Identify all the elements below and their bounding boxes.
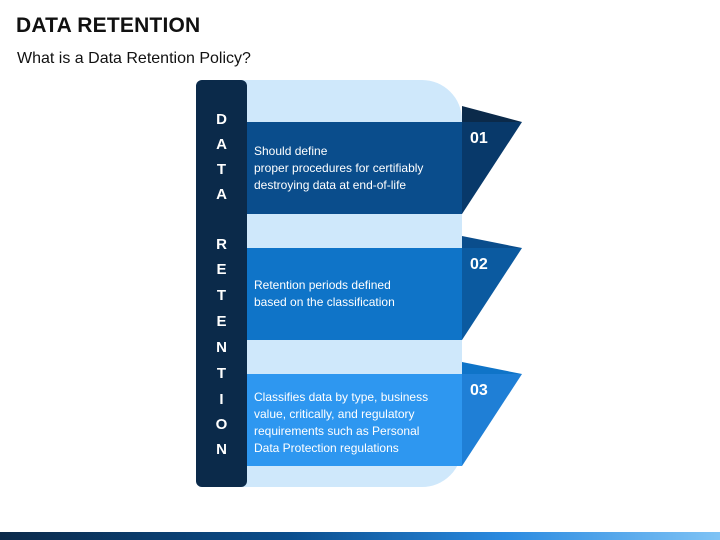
vertical-letter: T bbox=[216, 287, 227, 304]
vertical-letter: O bbox=[215, 416, 228, 433]
vertical-letter: A bbox=[216, 136, 227, 153]
vertical-letter: R bbox=[216, 236, 227, 253]
step-2-band bbox=[247, 248, 462, 340]
step-3-fold bbox=[462, 362, 522, 374]
vertical-letter: I bbox=[219, 391, 224, 408]
vertical-letter: E bbox=[216, 261, 227, 278]
step-1-flap bbox=[462, 122, 522, 214]
vertical-letter: E bbox=[216, 313, 227, 330]
step-3-band bbox=[247, 374, 462, 466]
step-1-number: 01 bbox=[470, 130, 488, 147]
step-2-number: 02 bbox=[470, 256, 488, 273]
step-3-number: 03 bbox=[470, 382, 488, 399]
vertical-letter: N bbox=[216, 339, 227, 356]
step-2-fold bbox=[462, 236, 522, 248]
page-subtitle: What is a Data Retention Policy? bbox=[17, 50, 251, 67]
step-1-text: Should define proper procedures for cert… bbox=[254, 144, 424, 192]
step-3-text: Classifies data by type, business value,… bbox=[254, 390, 429, 455]
vertical-letter: T bbox=[216, 161, 227, 178]
vertical-letter: D bbox=[216, 111, 227, 128]
step-2-flap bbox=[462, 248, 522, 340]
vertical-letter: A bbox=[216, 186, 227, 203]
step-1-band bbox=[247, 122, 462, 214]
vertical-title-bar bbox=[196, 80, 247, 487]
footer-gradient-bar bbox=[0, 532, 720, 540]
step-2-text: Retention periods defined based on the c… bbox=[254, 278, 395, 309]
vertical-letter: T bbox=[216, 365, 227, 382]
step-3-flap bbox=[462, 374, 522, 466]
step-1-fold bbox=[462, 106, 522, 122]
page-title: DATA RETENTION bbox=[16, 14, 201, 37]
vertical-letter: N bbox=[216, 441, 227, 458]
